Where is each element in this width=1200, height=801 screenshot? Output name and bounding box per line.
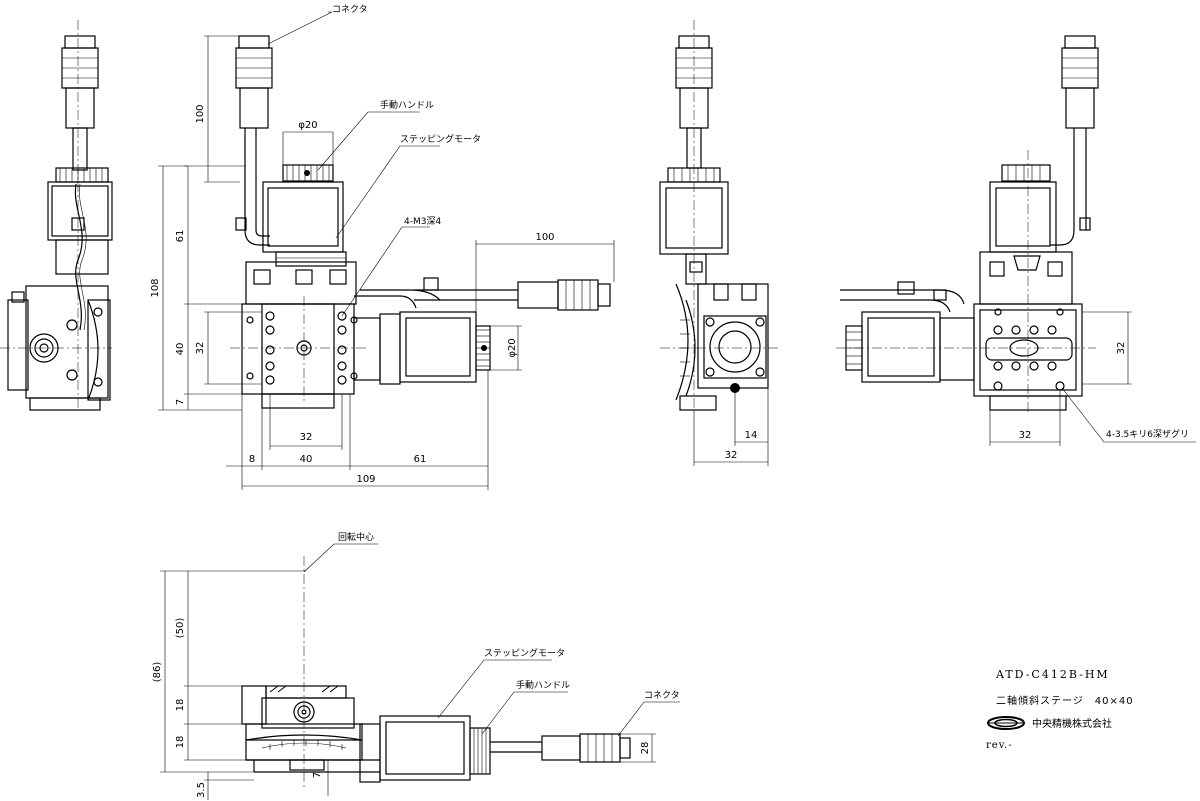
dim-32-rear-right: 32 bbox=[1116, 342, 1127, 355]
right-side-view bbox=[659, 20, 780, 411]
dim-7: 7 bbox=[175, 399, 186, 405]
dim-61: 61 bbox=[175, 230, 186, 243]
dim-32-rear-bottom: 32 bbox=[1019, 430, 1032, 441]
company-logo bbox=[987, 716, 1025, 730]
rear-view bbox=[836, 35, 1099, 412]
model-number: ATD-C412B-HM bbox=[995, 668, 1110, 681]
dim-8: 8 bbox=[249, 454, 255, 465]
rear-view-dimensions: 32 32 4-3.5キリ6深ザグリ bbox=[989, 311, 1196, 446]
company-name: 中央精機株式会社 bbox=[1032, 717, 1112, 730]
dim-phi20-top: φ20 bbox=[298, 120, 317, 131]
label-tap-holes: 4-M3深4 bbox=[404, 216, 441, 227]
bottom-front-dimensions: (86) (50) 18 18 3.5 7 28 bbox=[152, 570, 656, 800]
front-view-dimensions: 100 φ20 61 108 40 32 7 32 8 4 bbox=[150, 35, 615, 490]
left-side-view bbox=[0, 20, 113, 411]
dim-32-bottom: 32 bbox=[300, 432, 313, 443]
label-counterbore-holes: 4-3.5キリ6深ザグリ bbox=[1106, 428, 1189, 440]
dim-100-cable: 100 bbox=[195, 104, 206, 123]
revision: rev.- bbox=[986, 740, 1013, 751]
bottom-front-view: 回転中心 bbox=[241, 531, 631, 790]
dim-28: 28 bbox=[640, 742, 651, 755]
dim-18-bottom: 18 bbox=[175, 736, 186, 749]
label-manual-handle-bottom: 手動ハンドル bbox=[516, 679, 570, 691]
front-view-labels: コネクタ 手動ハンドル ステッピングモータ 4-M3深4 bbox=[267, 4, 481, 317]
dim-14: 14 bbox=[745, 430, 758, 441]
label-connector-bottom: コネクタ bbox=[644, 690, 680, 701]
label-stepping-motor-bottom: ステッピングモータ bbox=[484, 647, 565, 659]
front-view bbox=[230, 35, 611, 409]
dim-40-left: 40 bbox=[175, 343, 186, 356]
dim-61-bottom: 61 bbox=[414, 454, 427, 465]
bottom-front-labels: ステッピングモータ 手動ハンドル コネクタ bbox=[437, 647, 680, 737]
label-manual-handle: 手動ハンドル bbox=[380, 99, 434, 111]
label-connector: コネクタ bbox=[332, 4, 368, 15]
dim-86: (86) bbox=[152, 662, 163, 683]
dim-32-left: 32 bbox=[195, 342, 206, 355]
label-rotation-center: 回転中心 bbox=[338, 531, 374, 543]
dim-108: 108 bbox=[150, 278, 161, 297]
dim-40-bottom: 40 bbox=[300, 454, 313, 465]
right-side-dimensions: 32 14 bbox=[693, 388, 769, 466]
dim-50: (50) bbox=[175, 618, 186, 639]
title-block: ATD-C412B-HM 二軸傾斜ステージ 40×40 中央精機株式会社 rev… bbox=[986, 668, 1134, 751]
dim-100-right: 100 bbox=[535, 232, 554, 243]
dim-phi20-right: φ20 bbox=[507, 338, 518, 357]
dim-3-5: 3.5 bbox=[196, 782, 207, 798]
dim-32-side: 32 bbox=[725, 450, 738, 461]
dim-109: 109 bbox=[356, 474, 375, 485]
product-description: 二軸傾斜ステージ 40×40 bbox=[996, 694, 1134, 707]
dim-18-top: 18 bbox=[175, 699, 186, 712]
rear-hole-grid bbox=[993, 308, 1065, 391]
label-stepping-motor: ステッピングモータ bbox=[400, 133, 481, 145]
dim-7-front: 7 bbox=[312, 772, 323, 778]
